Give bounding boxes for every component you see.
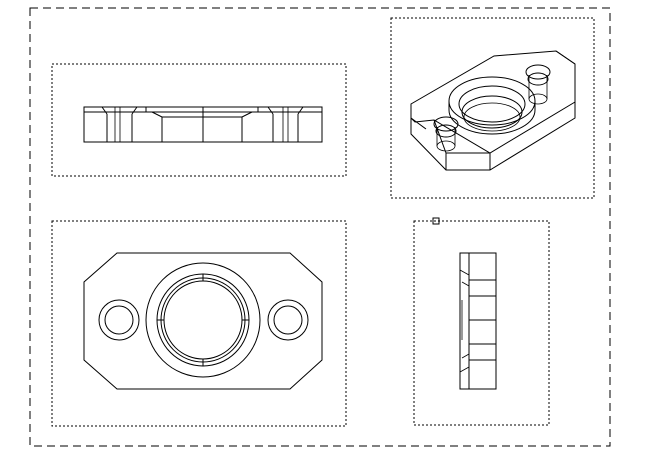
end-view-geometry [459,252,497,390]
top-view[interactable] [51,220,347,427]
isometric-geometry [410,50,576,171]
isometric-view[interactable] [390,17,595,199]
side-view[interactable] [51,63,347,177]
viewport-frame[interactable] [390,17,595,199]
layout-border [29,7,611,447]
end-view[interactable] [413,217,550,426]
viewport-frame[interactable] [51,63,347,177]
side-view-geometry [83,106,323,143]
grip-handle[interactable] [432,217,440,225]
viewport-frame[interactable] [413,220,550,426]
viewport-frame[interactable] [51,220,347,427]
top-view-geometry [83,252,323,390]
